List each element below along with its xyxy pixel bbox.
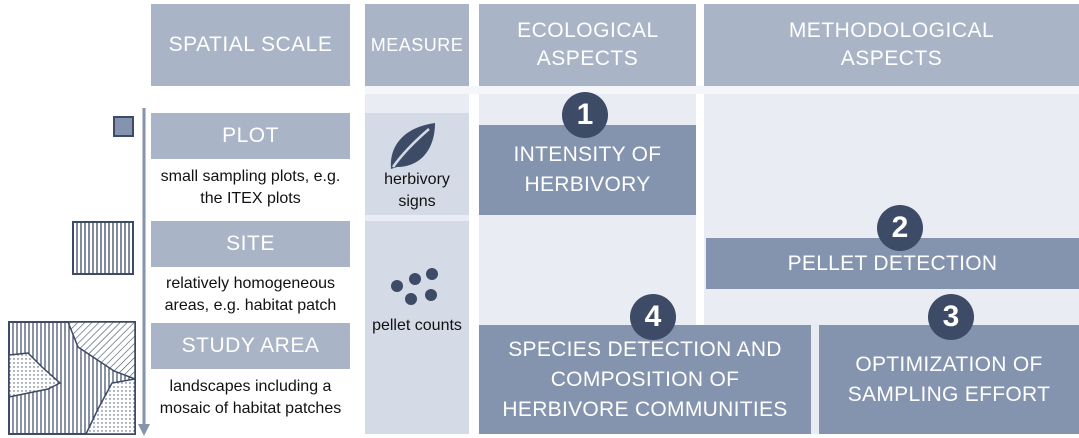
scale-study-area-label: STUDY AREA — [181, 334, 320, 357]
header-spatial-scale: SPATIAL SCALE — [151, 4, 350, 86]
badge-4: 4 — [630, 294, 676, 340]
aspect-species-detection: SPECIES DETECTION AND COMPOSITION OF HER… — [479, 325, 811, 434]
aspect-intensity-of-herbivory: INTENSITY OF HERBIVORY — [479, 125, 696, 215]
leaf-icon — [390, 123, 435, 169]
aspect-1-label: INTENSITY OF HERBIVORY — [513, 143, 662, 196]
header-methodological-text: METHODOLOGICAL ASPECTS — [788, 19, 995, 70]
measure-herbivory-label: herbivory signs — [384, 171, 450, 210]
header-measure: MEASURE — [365, 4, 469, 86]
header-ecological-text: ECOLOGICAL ASPECTS — [517, 19, 659, 70]
header-ecological: ECOLOGICAL ASPECTS — [479, 4, 696, 86]
header-spatial-scale-text: SPATIAL SCALE — [168, 33, 333, 56]
header-gap — [365, 86, 1079, 94]
site-scale-icon — [72, 221, 134, 275]
scale-site-label: SITE — [226, 232, 275, 255]
aspect-3-label: OPTIMIZATION OF SAMPLING EFFORT — [847, 352, 1051, 406]
header-methodological: METHODOLOGICAL ASPECTS — [704, 4, 1079, 86]
scale-study-area-box: STUDY AREA — [151, 323, 350, 369]
scale-site-description: relatively homogeneous areas, e.g. habit… — [164, 275, 337, 314]
scale-plot-box: PLOT — [151, 113, 350, 159]
plot-scale-icon — [113, 116, 134, 137]
aspect-optimization-of-sampling-effort: OPTIMIZATION OF SAMPLING EFFORT — [819, 325, 1079, 434]
scale-arrow — [138, 108, 150, 436]
aspect-pellet-detection: PELLET DETECTION — [706, 238, 1079, 289]
badge-3: 3 — [928, 294, 974, 340]
aspect-2-label: PELLET DETECTION — [787, 251, 998, 275]
measure-herbivory-box: herbivory signs — [365, 113, 469, 215]
measure-pellets-box: pellet counts — [365, 221, 469, 434]
pellets-icon — [391, 268, 438, 305]
badge-2: 2 — [877, 205, 923, 251]
header-measure-text: MEASURE — [370, 35, 464, 55]
badge-1: 1 — [562, 92, 608, 138]
study-area-scale-icon — [8, 321, 136, 435]
measure-pellets-label: pellet counts — [372, 317, 462, 334]
scale-plot-label: PLOT — [222, 124, 279, 147]
aspect-4-label: SPECIES DETECTION AND COMPOSITION OF HER… — [502, 337, 788, 421]
scale-plot-description: small sampling plots, e.g. the ITEX plot… — [160, 168, 341, 207]
scale-study-area-description: landscapes including a mosaic of habitat… — [159, 378, 342, 417]
scale-site-box: SITE — [151, 221, 350, 267]
